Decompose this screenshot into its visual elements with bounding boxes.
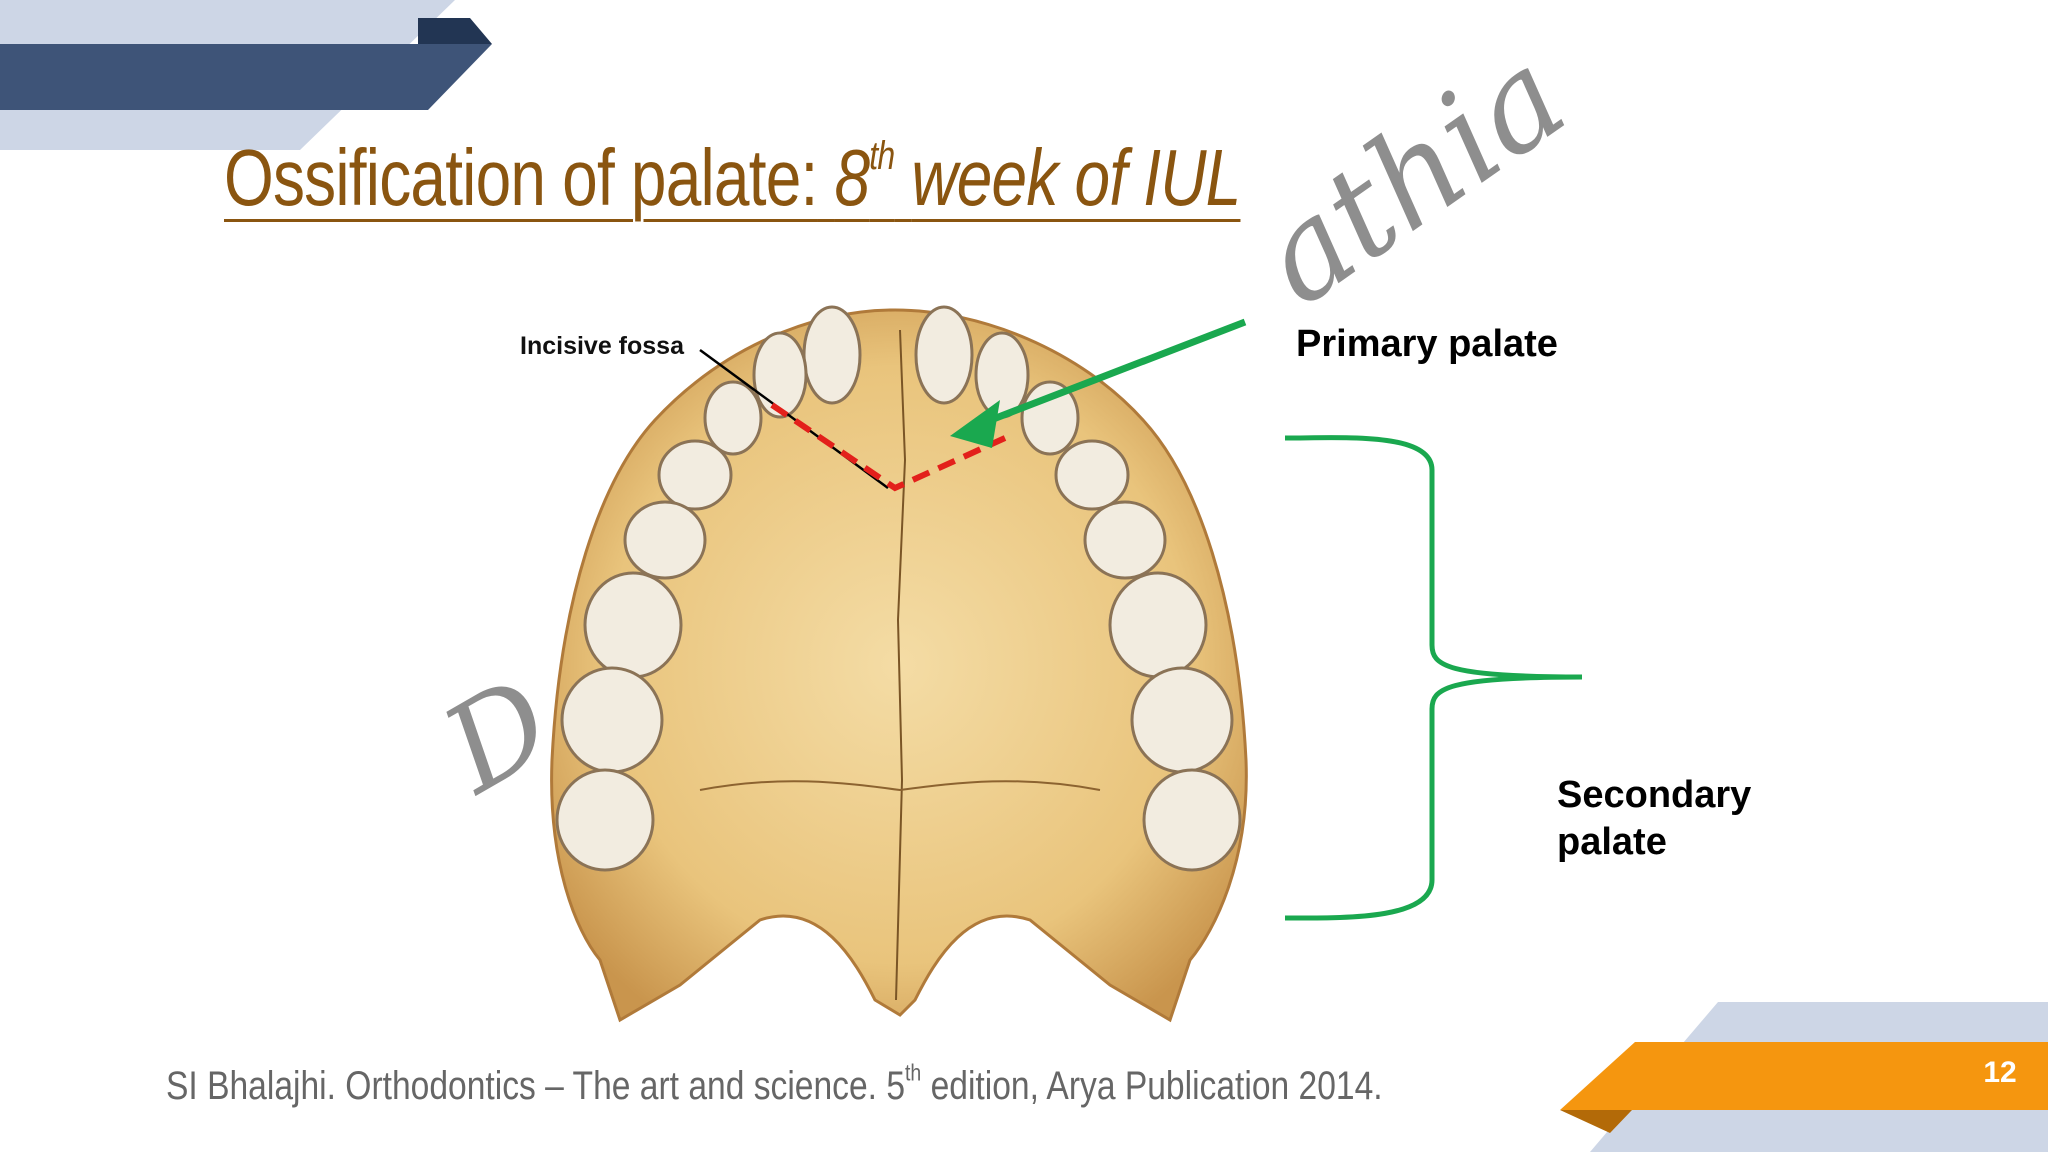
title-superscript: th <box>869 134 895 178</box>
slide-title: Ossification of palate: 8th week of IUL <box>224 136 1241 218</box>
primary-palate-boundary <box>770 402 1007 492</box>
citation: SI Bhalajhi. Orthodontics – The art and … <box>166 1061 1383 1109</box>
incisive-fossa-leader-line <box>699 348 889 490</box>
citation-superscript: th <box>905 1059 922 1086</box>
secondary-palate-label: Secondary palate <box>1557 772 1751 866</box>
green-arrow-icon <box>950 318 1247 448</box>
citation-part2: edition, Arya Publication 2014. <box>921 1064 1383 1108</box>
secondary-palate-brace <box>1284 435 1583 921</box>
palate-illustration <box>550 305 1583 1023</box>
secondary-palate-label-line1: Secondary <box>1557 774 1752 816</box>
title-rest: week of IUL <box>911 133 1241 222</box>
citation-part1: SI Bhalajhi. Orthodontics – The art and … <box>166 1064 906 1108</box>
secondary-palate-label-line2: palate <box>1557 821 1667 863</box>
title-number: 8 <box>834 133 870 222</box>
incisive-fossa-label: Incisive fossa <box>520 332 684 360</box>
teeth <box>555 305 1242 872</box>
title-main: Ossification of palate: <box>224 133 818 222</box>
title-emphasis: 8th week of IUL <box>834 133 1241 222</box>
footer-orange-accent <box>1560 1110 1632 1133</box>
page-number: 12 <box>1983 1056 2017 1089</box>
header-navy-bar <box>0 44 492 110</box>
primary-palate-label: Primary palate <box>1296 323 1558 365</box>
footer-orange-bar <box>1560 1042 2048 1110</box>
header-navy-accent <box>418 18 492 44</box>
